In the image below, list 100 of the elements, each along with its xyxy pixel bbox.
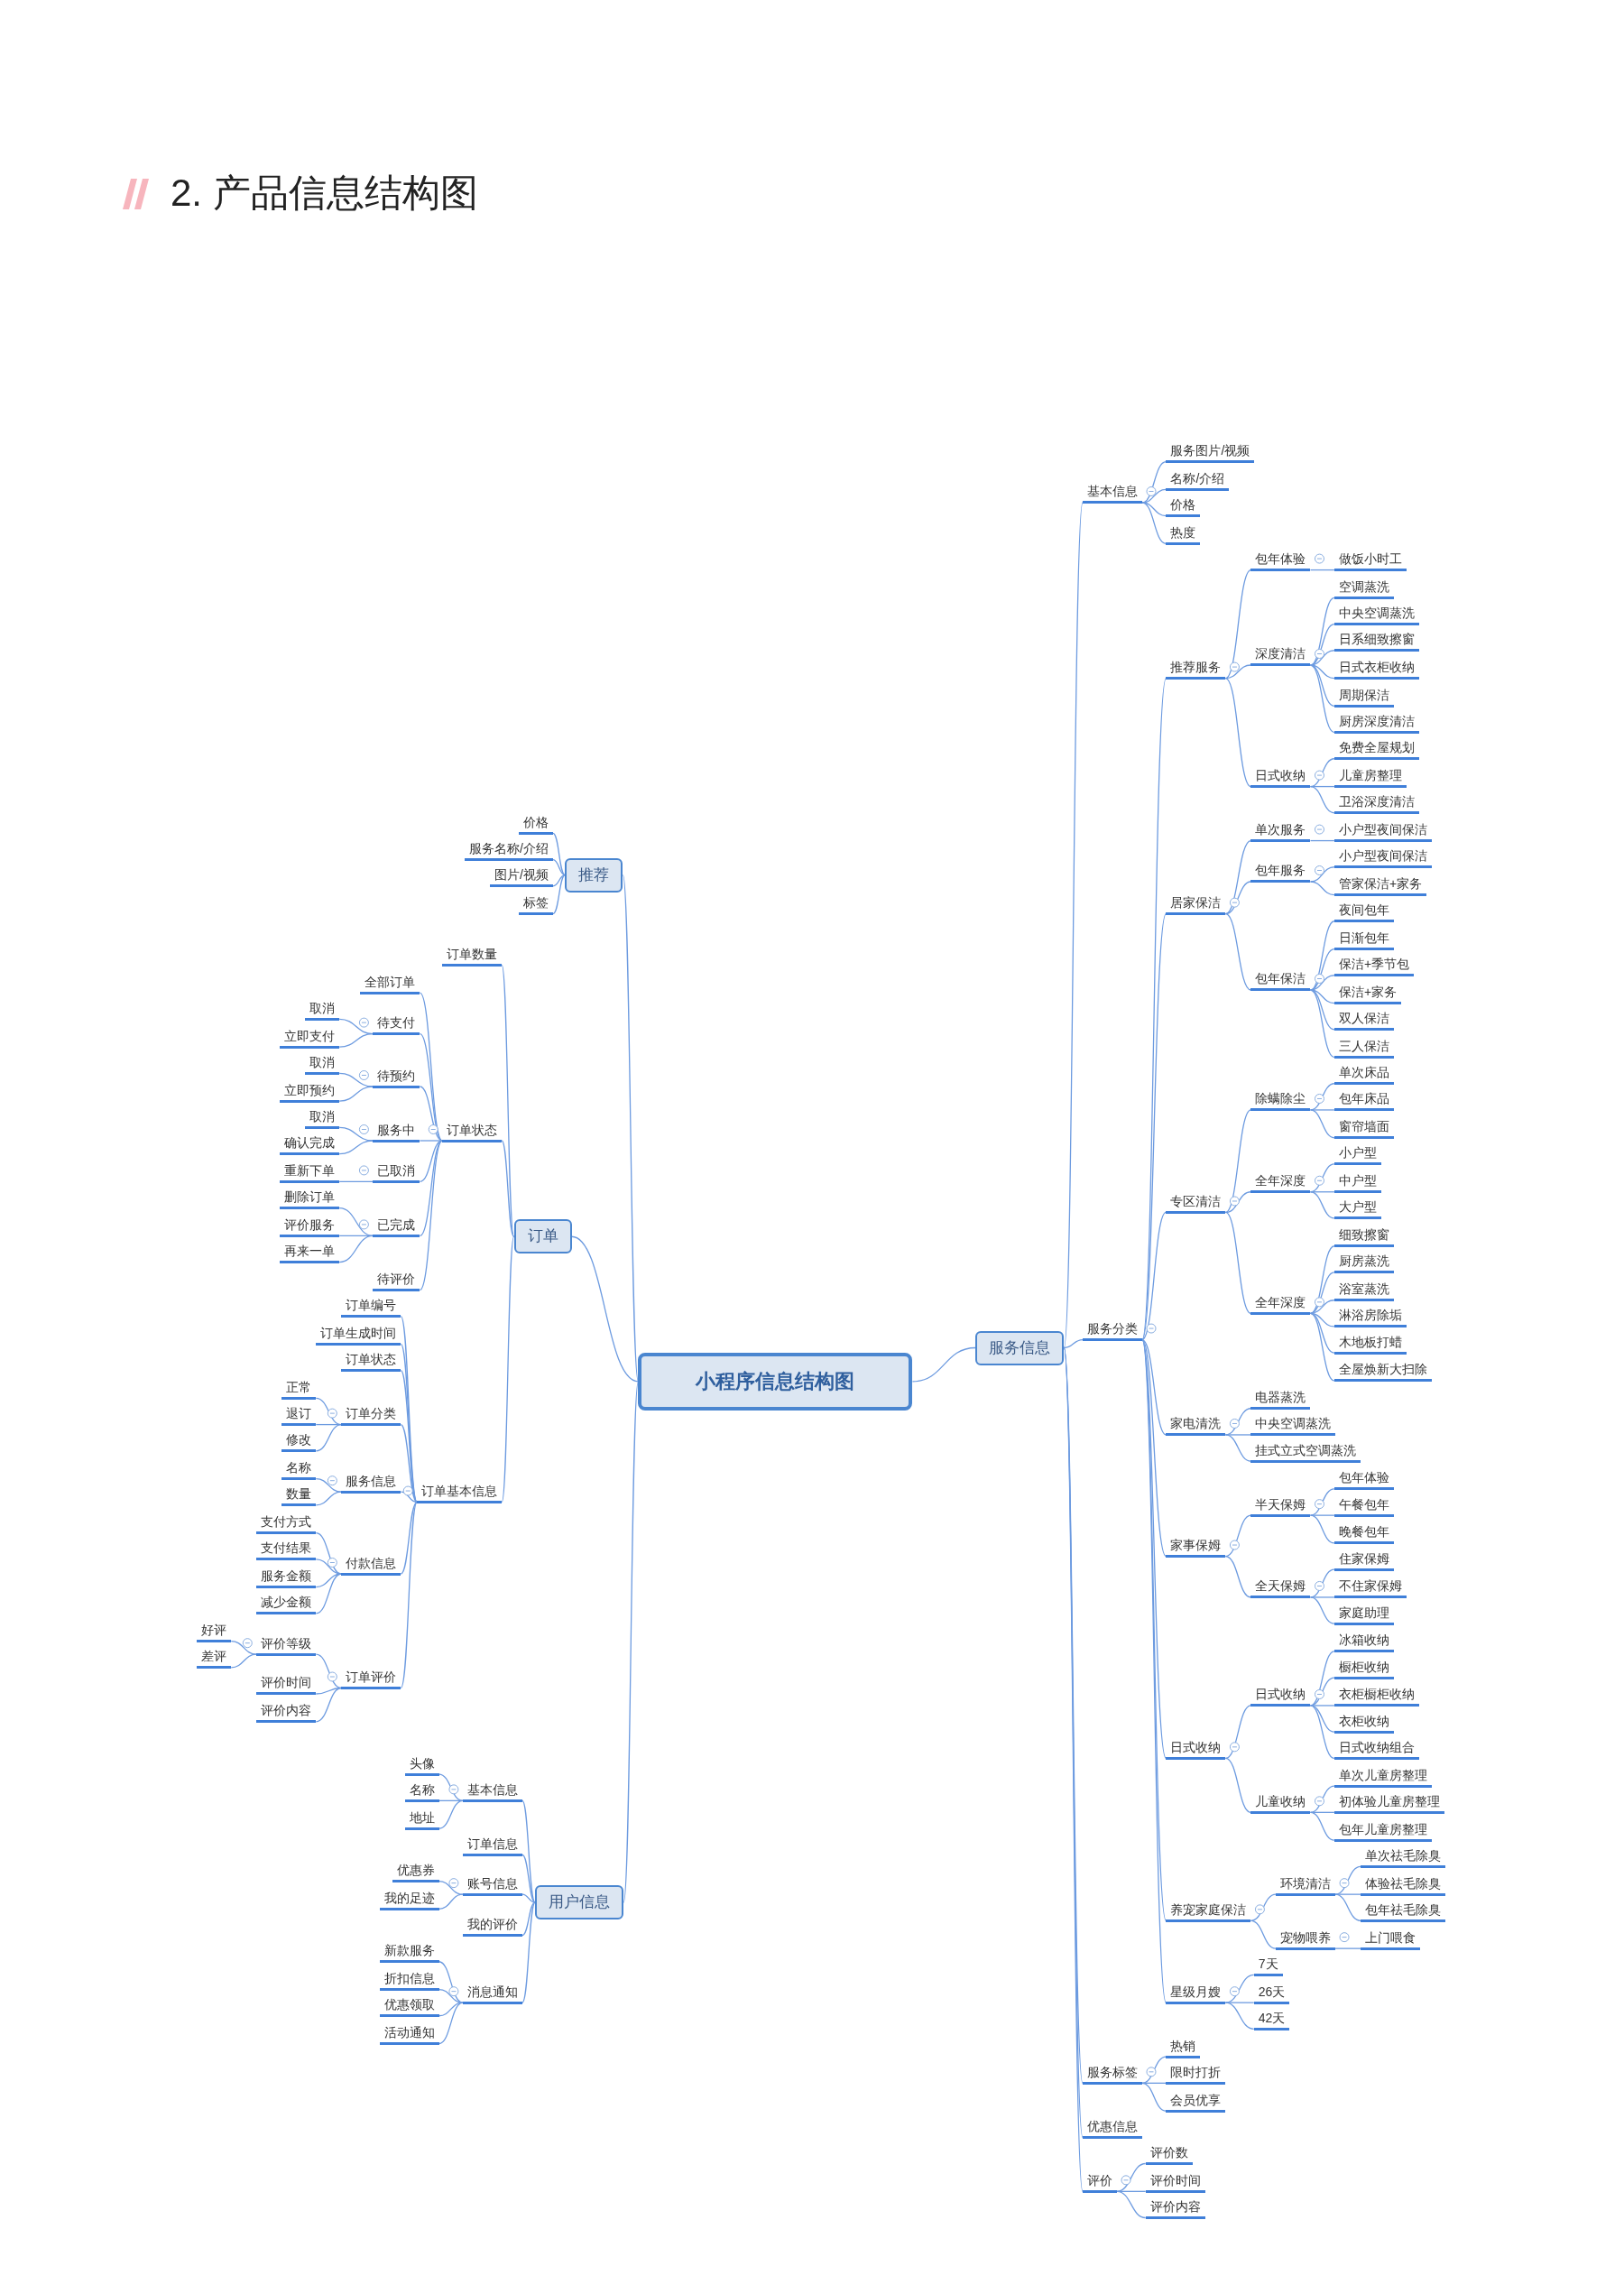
connector-line (521, 1854, 536, 1903)
topic-label: 重新下单 (280, 1161, 340, 1183)
topic-label: 全部订单 (360, 973, 420, 994)
connector-line (1224, 2002, 1255, 2003)
connector-line (911, 1346, 976, 1383)
connector-line (400, 1501, 418, 1689)
connector-line (1224, 2002, 1255, 2030)
connector-line (1309, 1109, 1335, 1139)
topic-label: 正常 (281, 1378, 317, 1400)
connector-line (1224, 839, 1252, 915)
topic-label: 支付结果 (256, 1540, 317, 1561)
topic-label: 26天 (1253, 1983, 1290, 2004)
connector-line (338, 1140, 374, 1155)
connector-line (1309, 1596, 1335, 1598)
topic-label: 星级月嫂 (1166, 1983, 1226, 2004)
topic-label: 体验祛毛除臭 (1361, 1874, 1446, 1896)
topic-label: 修改 (281, 1431, 317, 1453)
topic-label: 儿童房整理 (1333, 767, 1407, 789)
topic-label: 服务分类 (1083, 1320, 1142, 1342)
connector-line (1250, 1919, 1277, 1949)
topic-label: 头像 (404, 1754, 439, 1776)
connector-line (438, 2002, 464, 2045)
topic-label: 大户型 (1333, 1198, 1381, 1220)
topic-label: 淋浴房除垢 (1333, 1307, 1407, 1328)
topic-label: 深度清洁 (1250, 645, 1311, 667)
topic-label: 确认完成 (280, 1134, 340, 1156)
topic-label: 订单分类 (341, 1405, 401, 1427)
connector-line (338, 1072, 374, 1087)
topic-label: 中央空调蒸洗 (1250, 1415, 1336, 1437)
connector-line (315, 1559, 342, 1575)
connector-line (1224, 1555, 1252, 1598)
topic-label: 服务名称/介绍 (465, 840, 553, 862)
connector-line (315, 1491, 342, 1506)
branch-box: 用户信息 (535, 1885, 624, 1920)
topic-label: 评价时间 (1145, 2171, 1205, 2193)
connector-line (1309, 989, 1335, 1059)
central-topic-box: 小程序信息结构图 (638, 1352, 913, 1411)
connector-line (1309, 1514, 1335, 1516)
topic-label: 不住家保姆 (1333, 1577, 1407, 1599)
topic-label: 退订 (281, 1405, 317, 1427)
connector-line (400, 1501, 418, 1575)
connector-line (1309, 1109, 1335, 1111)
connector-line (1141, 2082, 1167, 2112)
topic-label: 优惠领取 (379, 1996, 439, 2018)
connector-line (1224, 1705, 1252, 1759)
topic-label: 推荐服务 (1166, 659, 1226, 680)
connector-line (501, 1140, 515, 1237)
topic-label: 管家保洁+家务 (1333, 875, 1427, 897)
topic-label: 日式收纳 (1250, 767, 1311, 789)
topic-label: 全年深度 (1250, 1172, 1311, 1194)
topic-label: 删除订单 (280, 1189, 340, 1210)
connector-line (438, 1799, 464, 1829)
connector-line (1309, 1596, 1335, 1624)
topic-label: 养宠家庭保洁 (1166, 1901, 1251, 1922)
connector-line (315, 1687, 342, 1723)
connector-line (1309, 785, 1335, 814)
connector-line (1224, 1757, 1252, 1813)
connector-line (1224, 664, 1252, 680)
topic-label: 包年服务 (1250, 862, 1311, 883)
topic-label: 冰箱收纳 (1333, 1632, 1394, 1653)
branch-box: 推荐 (565, 857, 623, 893)
connector-line (400, 1491, 418, 1503)
connector-line (1309, 1705, 1335, 1759)
topic-label: 折扣信息 (379, 1970, 439, 1992)
connector-line (419, 1140, 443, 1183)
topic-label: 评价时间 (256, 1674, 317, 1696)
connector-line (1224, 1434, 1252, 1436)
topic-label: 保洁+季节包 (1333, 956, 1415, 977)
connector-line (338, 1126, 374, 1142)
branch-box: 订单 (513, 1219, 572, 1254)
connector-line (1309, 1811, 1335, 1841)
topic-label: 日系细致擦窗 (1333, 631, 1419, 652)
topic-label: 午餐包年 (1333, 1495, 1394, 1517)
connector-line (315, 1653, 342, 1689)
topic-label: 单次儿童房整理 (1333, 1766, 1432, 1788)
topic-label: 三人保洁 (1333, 1038, 1394, 1059)
connector-line (438, 1773, 464, 1801)
connector-line (552, 832, 567, 876)
connector-line (315, 1573, 342, 1614)
topic-label: 半天保姆 (1250, 1495, 1311, 1517)
topic-label: 服务信息 (341, 1472, 401, 1494)
connector-line (419, 1033, 443, 1142)
topic-label: 评价服务 (280, 1216, 340, 1237)
topic-label: 订单基本信息 (417, 1483, 503, 1504)
topic-label: 优惠信息 (1083, 2117, 1142, 2139)
topic-label: 评价数 (1145, 2144, 1193, 2165)
topic-label: 账号信息 (462, 1874, 522, 1896)
connector-line (521, 1901, 536, 2003)
topic-label: 包年体验 (1333, 1469, 1394, 1491)
topic-label: 好评 (197, 1622, 232, 1643)
topic-label: 周期保洁 (1333, 686, 1394, 708)
topic-label: 新款服务 (379, 1942, 439, 1964)
topic-label: 名称 (404, 1781, 439, 1802)
topic-label: 小户型 (1333, 1144, 1381, 1166)
connector-line (1224, 1109, 1252, 1214)
topic-label: 支付方式 (256, 1513, 317, 1535)
connector-line (400, 1423, 418, 1503)
topic-label: 活动通知 (379, 2024, 439, 2046)
topic-label: 全屋焕新大扫除 (1333, 1361, 1432, 1383)
connector-line (552, 859, 567, 876)
